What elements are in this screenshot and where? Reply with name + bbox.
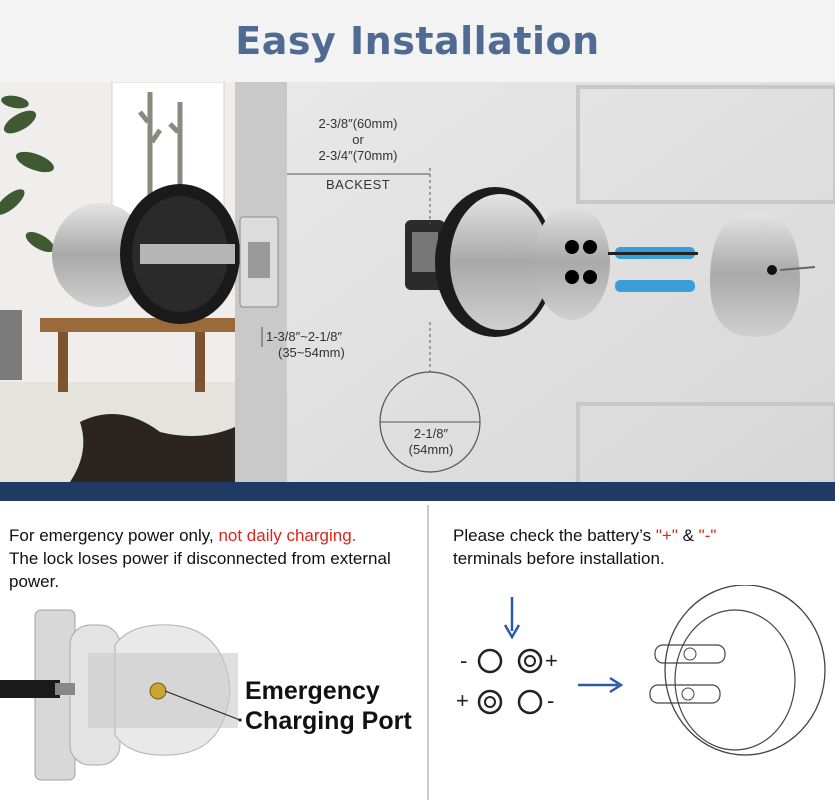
section-divider (427, 505, 429, 800)
note-text-start: For emergency power only, (9, 526, 219, 545)
emergency-port-label: Emergency Charging Port (245, 676, 412, 736)
backset-70mm: 2-3/4″(70mm) (318, 148, 398, 163)
port-label-line2: Charging Port (245, 707, 412, 735)
backset-dimension: 2-3/8″(60mm) or 2-3/4″(70mm) (296, 116, 420, 164)
terminal-tl-sign: - (460, 648, 468, 673)
hole-dimension: 2-1/8″ (54mm) (392, 426, 470, 458)
hole-mm: (54mm) (408, 442, 454, 457)
port-label-line1: Emergency (245, 677, 380, 705)
installation-scene: 2-3/8″(60mm) or 2-3/4″(70mm) BACKEST 1-3… (0, 82, 835, 482)
minus-sign: "-" (698, 526, 717, 545)
battery-note-start: Please check the battery’s (453, 526, 656, 545)
header: Easy Installation (0, 0, 835, 82)
backset-label: BACKEST (326, 177, 391, 192)
section-band (0, 482, 835, 501)
amp-sign: & (677, 526, 699, 545)
door-thickness-dimension: 1-3/8″~2-1/8″ (35~54mm) (266, 329, 345, 361)
door-thickness-mm: (35~54mm) (278, 345, 345, 360)
backset-60mm: 2-3/8″(60mm) (318, 116, 398, 131)
backset-or: or (352, 132, 364, 147)
page-title: Easy Installation (235, 19, 600, 63)
door-thickness-inch: 1-3/8″~2-1/8″ (266, 329, 343, 344)
terminal-tr-sign: + (545, 648, 558, 673)
battery-check-note: Please check the battery’s "+" & "-" ter… (453, 524, 823, 570)
hole-inch: 2-1/8″ (413, 426, 449, 441)
emergency-power-note: For emergency power only, not daily char… (9, 524, 421, 593)
note-highlight: not daily charging. (218, 526, 357, 545)
terminal-br-sign: - (547, 688, 555, 713)
bottom-illustrations (0, 585, 826, 781)
note-text-end: The lock loses power if disconnected fro… (9, 549, 391, 591)
installation-illustration (0, 82, 835, 482)
battery-note-end: terminals before installation. (453, 549, 665, 568)
plus-sign: "+" (655, 526, 678, 545)
terminal-bl-sign: + (456, 688, 469, 713)
